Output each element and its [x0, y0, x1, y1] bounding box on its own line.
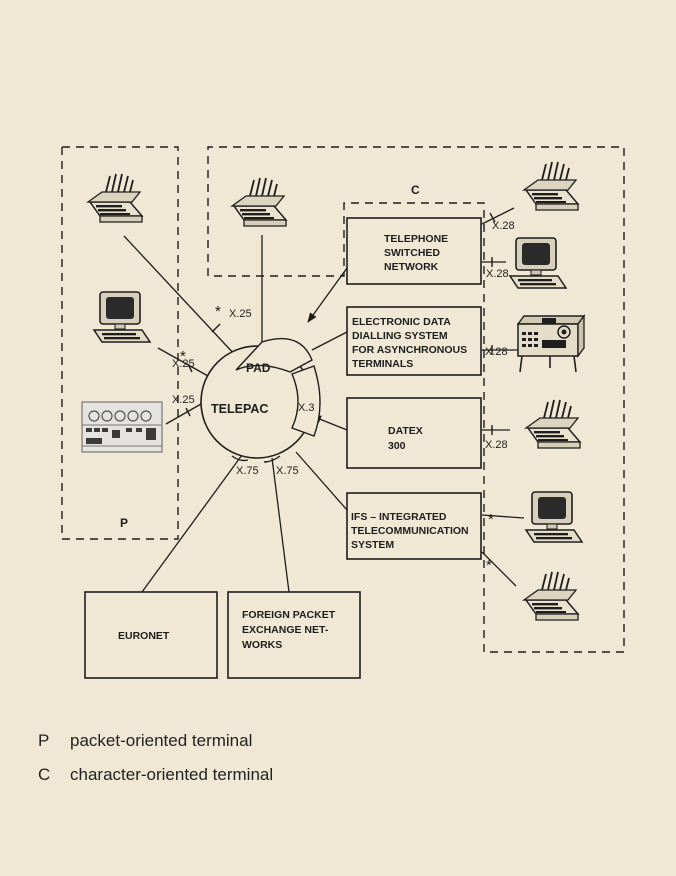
- packet-terminal-group: [61, 146, 179, 540]
- data-terminal-console-icon: [517, 315, 585, 373]
- link-ifs-terminal: [481, 514, 525, 519]
- foreign-box-text: FOREIGN PACKET EXCHANGE NET- WORKS: [242, 609, 338, 651]
- svg-text:*: *: [180, 348, 186, 365]
- svg-text:*: *: [215, 303, 221, 320]
- x3-notch: [291, 365, 321, 437]
- legend-code-p: P: [38, 731, 50, 750]
- pad-label: PAD: [246, 361, 271, 375]
- teleprinter-icon: [525, 399, 581, 449]
- x25-label-printer: X.25: [229, 308, 252, 320]
- link-eds-hub: [311, 331, 348, 351]
- interface-ticks: [185, 212, 496, 435]
- link-foreign-hub: [271, 457, 290, 593]
- legend-code-c: C: [38, 765, 51, 784]
- group-boundaries: [61, 146, 625, 653]
- video-terminal-icon: [525, 491, 583, 543]
- network-boxes: [84, 217, 482, 679]
- link-ifs-hub: [295, 451, 348, 511]
- video-terminal-icon: [93, 291, 151, 343]
- teleprinter-icon: [87, 173, 143, 223]
- legend-text-packet: packet-oriented terminal: [70, 731, 253, 750]
- electronic-data-dialling-box: [346, 306, 482, 376]
- x75-arc-left: [231, 455, 249, 462]
- telephone-switched-network-box: [346, 217, 482, 285]
- character-group-label: C: [411, 183, 420, 197]
- link-printer-hub: [123, 235, 237, 357]
- character-terminal-group-top: [207, 146, 625, 653]
- ifs-box: [346, 492, 482, 560]
- svg-text:*: *: [488, 511, 494, 528]
- euronet-box-text: EURONET: [118, 630, 170, 642]
- eds-box-text: ELECTRONIC DATA DIALLING SYSTEM FOR ASYN…: [352, 316, 470, 370]
- asterisk-marks: * * * *: [180, 303, 494, 574]
- teleprinter-icon: [523, 161, 579, 211]
- x75-label-right: X.75: [276, 465, 299, 477]
- teleprinter-icon: [231, 177, 287, 227]
- packet-group-label: P: [120, 516, 128, 530]
- x25-label-terminal: X.25: [172, 358, 195, 370]
- computer-rack-icon: [81, 401, 163, 453]
- x75-label-left: X.75: [236, 465, 259, 477]
- svg-text:*: *: [486, 557, 492, 574]
- x28-label-tsn-printer: X.28: [492, 220, 515, 232]
- x3-label: X.3: [298, 402, 315, 414]
- datex-box-text: DATEX 300: [388, 425, 426, 452]
- ifs-box-text: IFS – INTEGRATED TELECOMMUNICATION SYSTE…: [351, 511, 472, 551]
- telepac-label: TELEPAC: [211, 402, 268, 416]
- pad-arc: [235, 337, 313, 373]
- x28-label-datex: X.28: [485, 439, 508, 451]
- euronet-box: [84, 591, 218, 679]
- link-tsn-hub: [307, 267, 348, 323]
- foreign-packet-box: [227, 591, 361, 679]
- x28-label-eds: X.28: [485, 346, 508, 358]
- x25-label-computer: X.25: [172, 394, 195, 406]
- video-terminal-icon: [509, 237, 567, 289]
- tsn-box-text: TELEPHONE SWITCHED NETWORK: [384, 233, 451, 273]
- x75-arc-right: [263, 455, 281, 463]
- telepac-hub: PAD TELEPAC X.3: [200, 337, 321, 463]
- x28-label-tsn-terminal: X.28: [486, 268, 509, 280]
- link-tsn-printer: [481, 207, 515, 225]
- interface-labels: X.25 X.25 X.25 X.75 X.75 X.28 X.28 X.28 …: [172, 220, 515, 477]
- link-terminal-hub: [157, 347, 209, 377]
- teleprinter-icon: [523, 571, 579, 621]
- link-ifs-printer: [481, 551, 517, 587]
- link-euronet-hub: [141, 454, 243, 593]
- legend-text-character: character-oriented terminal: [70, 765, 274, 784]
- datex-300-box: [346, 397, 482, 469]
